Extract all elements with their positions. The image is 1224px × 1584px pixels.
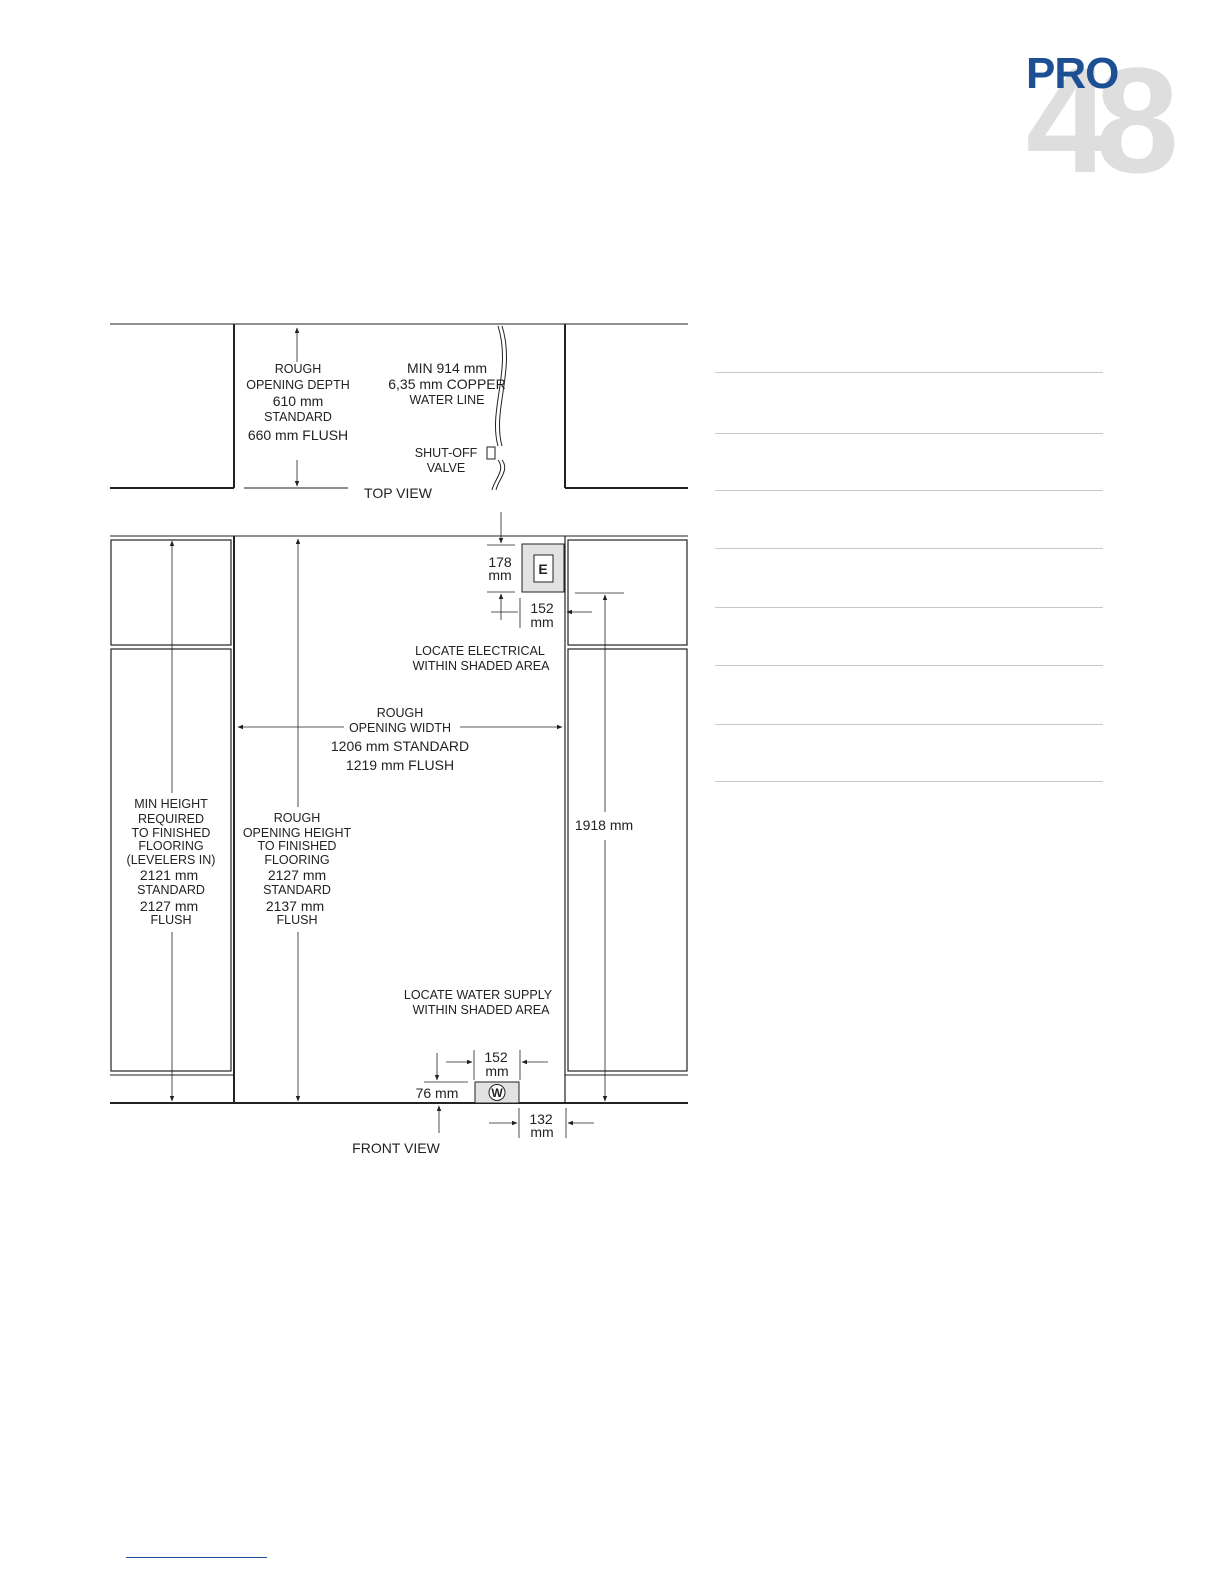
min-height-4: FLOORING — [138, 839, 203, 853]
min-height-5: (LEVELERS IN) — [127, 853, 216, 867]
water-line — [491, 325, 503, 491]
water-line-text-3: WATER LINE — [409, 393, 484, 407]
rough-depth-label: ROUGH OPENING DEPTH 610 mm STANDARD 660 … — [246, 362, 350, 443]
electrical-box-letter: E — [538, 561, 547, 577]
rough-depth-line-5: 660 mm FLUSH — [248, 427, 348, 443]
front-view — [110, 512, 688, 1138]
rough-depth-line-2: OPENING DEPTH — [246, 378, 350, 392]
left-upper-cabinet — [110, 539, 232, 646]
right-lower-cabinet — [567, 648, 688, 1072]
rough-height-5: 2127 mm — [268, 867, 326, 883]
min-height-6: 2121 mm — [140, 867, 198, 883]
rough-height-3: TO FINISHED — [258, 839, 337, 853]
table-rule — [715, 433, 1103, 434]
electrical-shaded-area — [521, 543, 565, 593]
top-view-caption: TOP VIEW — [364, 485, 433, 501]
pro48-logo: 48 PRO — [1026, 45, 1179, 195]
logo-text: PRO — [1026, 49, 1119, 98]
rough-height-1: ROUGH — [274, 811, 321, 825]
elec-152-value: 152 — [530, 600, 554, 616]
elec-178-value: 178 — [488, 554, 512, 570]
water-132-unit: mm — [530, 1124, 553, 1140]
footer-link-underline[interactable] — [126, 1557, 267, 1558]
electrical-outlet-icon — [533, 554, 554, 583]
water-76-value: 76 mm — [416, 1085, 459, 1101]
water-box-letter: W — [491, 1086, 503, 1100]
min-height-2: REQUIRED — [138, 812, 204, 826]
locate-electrical-1: LOCATE ELECTRICAL — [415, 644, 545, 658]
top-view — [110, 323, 688, 491]
table-rule — [715, 607, 1103, 608]
min-height-9: FLUSH — [151, 913, 192, 927]
table-rule — [715, 665, 1103, 666]
rough-depth-line-3: 610 mm — [273, 393, 324, 409]
min-height-1: MIN HEIGHT — [134, 797, 208, 811]
table-rule — [715, 724, 1103, 725]
rough-depth-line-4: STANDARD — [264, 410, 332, 424]
shutoff-text-2: VALVE — [427, 461, 465, 475]
table-rule — [715, 781, 1103, 782]
front-view-caption: FRONT VIEW — [352, 1140, 440, 1156]
locate-water-1: LOCATE WATER SUPPLY — [404, 988, 553, 1002]
table-rule — [715, 490, 1103, 491]
logo-number: 48 — [1026, 36, 1179, 204]
locate-water-2: WITHIN SHADED AREA — [413, 1003, 550, 1017]
rough-height-8: FLUSH — [277, 913, 318, 927]
rough-height-6: STANDARD — [263, 883, 331, 897]
rough-height-2: OPENING HEIGHT — [243, 826, 352, 840]
min-height-7: STANDARD — [137, 883, 205, 897]
left-lower-cabinet — [110, 648, 232, 1072]
table-rule — [715, 372, 1103, 373]
front-view-labels: 178 mm E 152 mm LOCATE ELECTRICAL WITHIN… — [127, 554, 634, 1156]
elec-178-unit: mm — [488, 567, 511, 583]
water-line-label: MIN 914 mm 6,35 mm COPPER WATER LINE SHU… — [388, 360, 505, 475]
rough-height-7: 2137 mm — [266, 898, 324, 914]
rough-width-3: 1206 mm STANDARD — [331, 738, 469, 754]
water-152-value: 152 — [484, 1049, 508, 1065]
locate-electrical-2: WITHIN SHADED AREA — [413, 659, 550, 673]
rough-width-2: OPENING WIDTH — [349, 721, 451, 735]
rough-depth-line-1: ROUGH — [275, 362, 322, 376]
water-line-text-2: 6,35 mm COPPER — [388, 376, 505, 392]
rough-height-4: FLOORING — [264, 853, 329, 867]
water-132-value: 132 — [529, 1111, 553, 1127]
min-height-8: 2127 mm — [140, 898, 198, 914]
water-supply-icon — [488, 1084, 506, 1101]
water-152-unit: mm — [485, 1063, 508, 1079]
right-upper-cabinet — [567, 539, 688, 646]
elec-152-unit: mm — [530, 614, 553, 630]
shutoff-text-1: SHUT-OFF — [415, 446, 478, 460]
table-rule — [715, 548, 1103, 549]
min-height-3: TO FINISHED — [132, 826, 211, 840]
rough-width-4: 1219 mm FLUSH — [346, 757, 454, 773]
water-line-text-1: MIN 914 mm — [407, 360, 487, 376]
right-height-value: 1918 mm — [575, 817, 633, 833]
shutoff-valve-icon — [486, 446, 496, 460]
rough-width-1: ROUGH — [377, 706, 424, 720]
